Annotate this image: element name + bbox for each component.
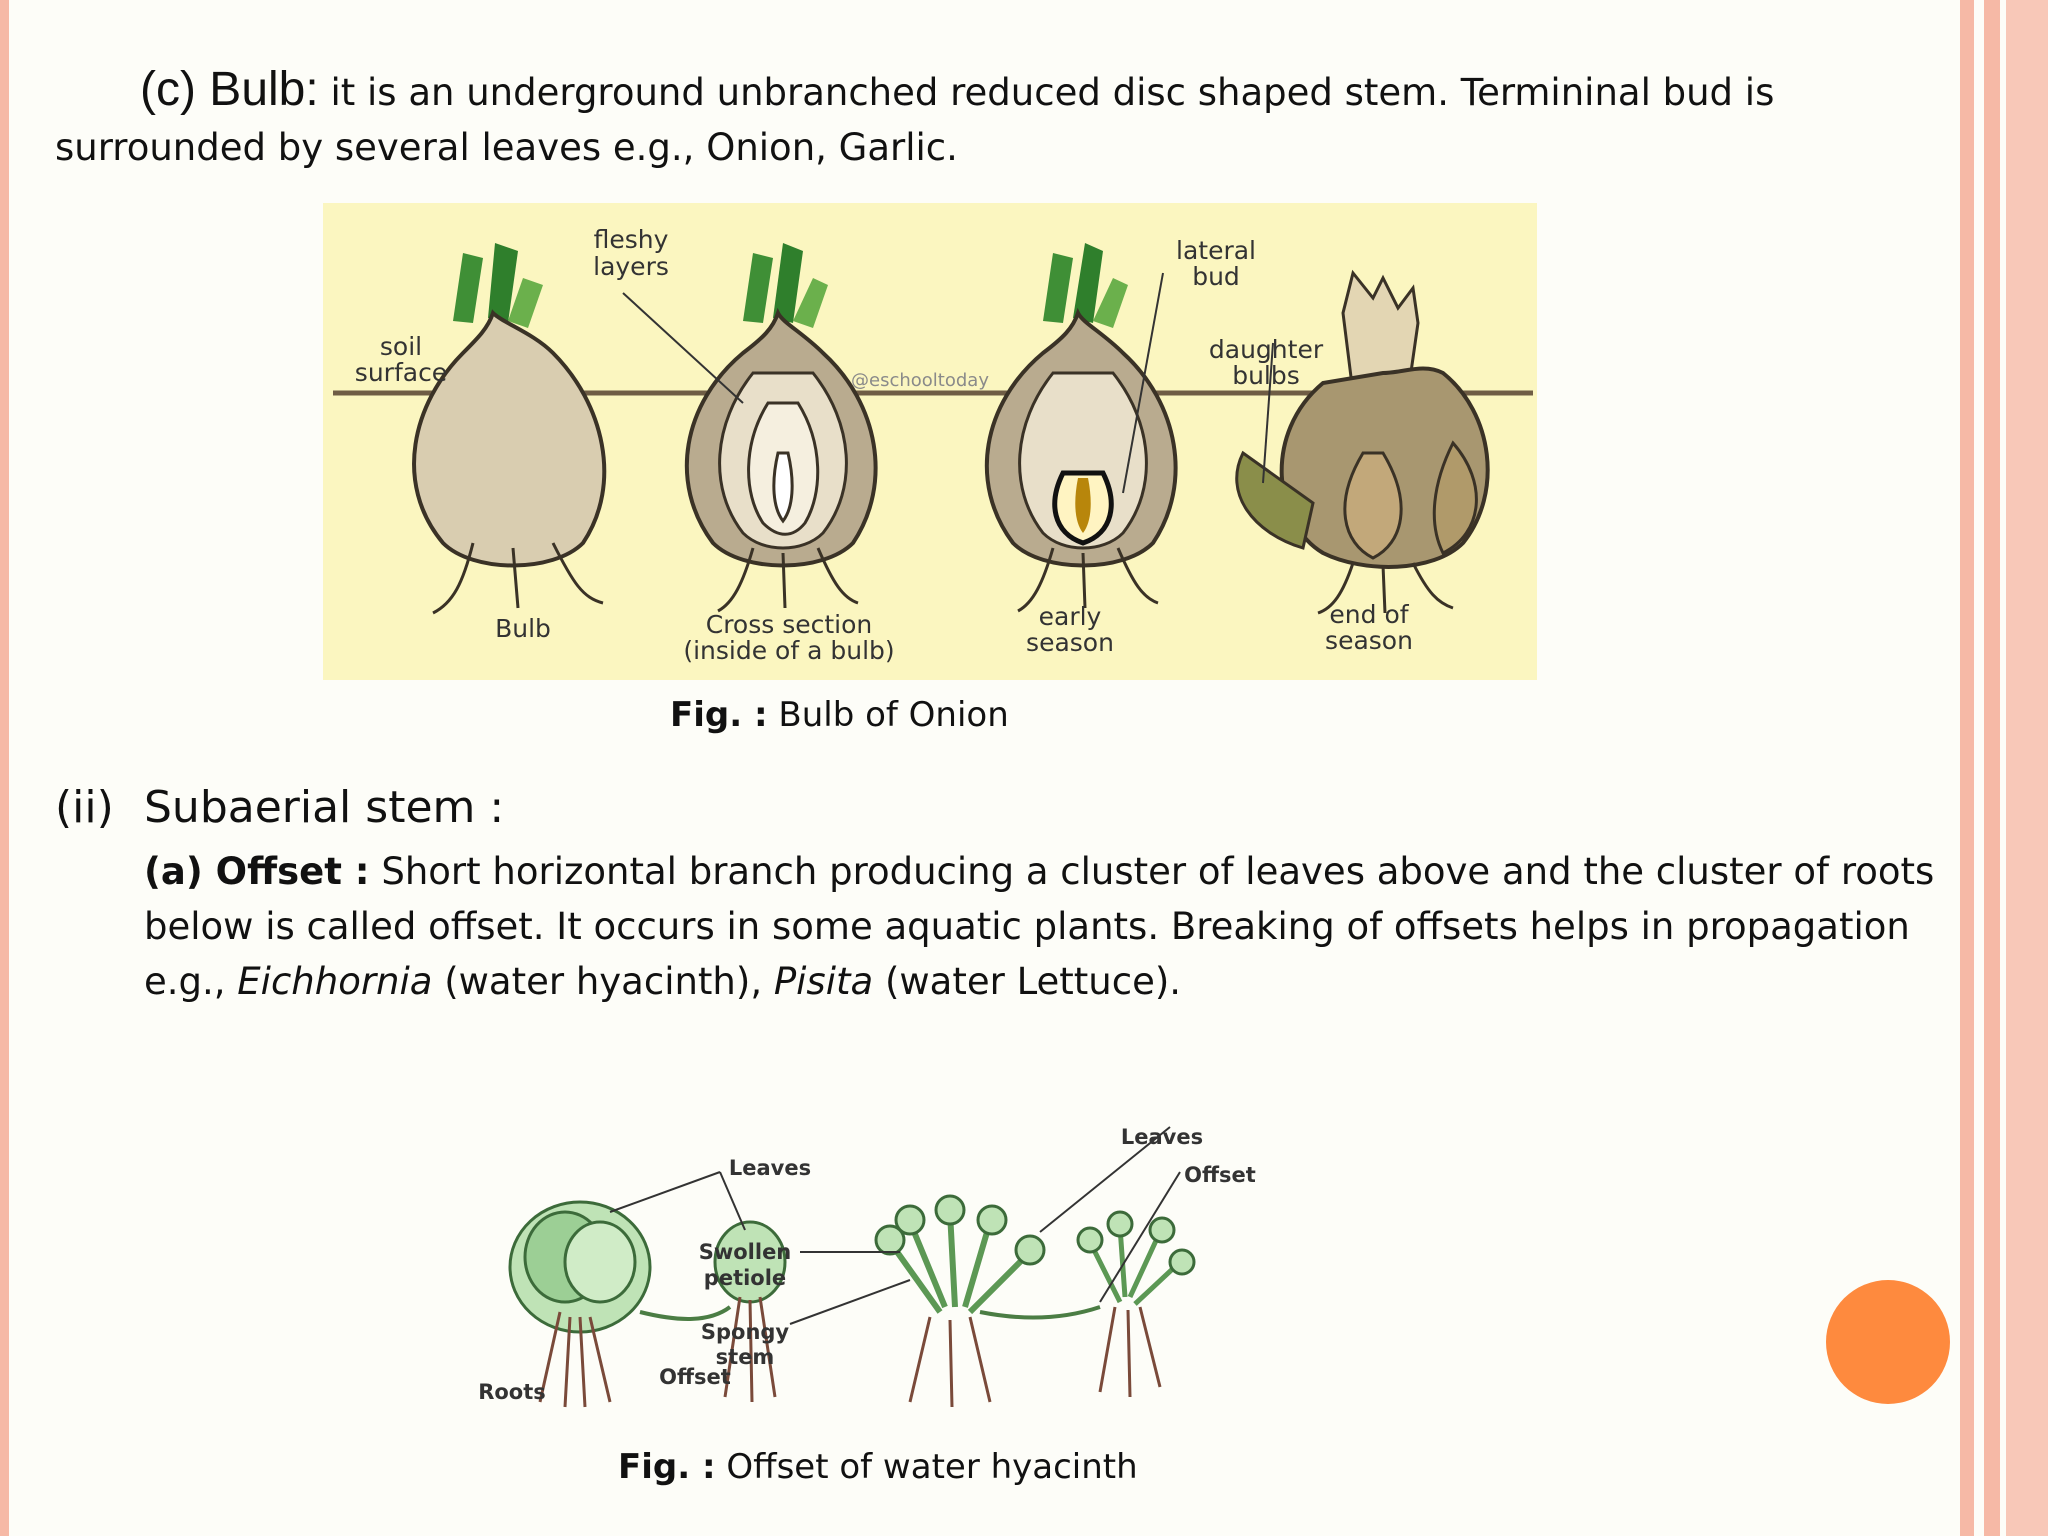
bulb-paragraph: (c) Bulb: it is an underground unbranche… (55, 62, 1955, 175)
section-title: Subaerial stem : (144, 782, 505, 833)
water-hyacinth-figure: Leaves Leaves Offset Offset Swollen peti… (470, 1112, 1310, 1422)
onion-bulb-illustration: soil surface fleshy layers lateral bud d… (333, 225, 1533, 665)
label-roots: Roots (478, 1380, 546, 1404)
label-layers: layers (593, 252, 669, 281)
label-season: season (1325, 626, 1413, 655)
label-early: early (1039, 602, 1102, 631)
label-petiole: petiole (704, 1266, 786, 1290)
caption-prefix: Fig. : (670, 695, 768, 735)
right-border-stripe (1984, 0, 2000, 1536)
label-surface: surface (355, 358, 447, 387)
right-border-stripe (1960, 0, 1974, 1536)
label-offset: Offset (659, 1365, 731, 1389)
cross-section-bulb (684, 243, 878, 613)
left-border-stripe (0, 0, 9, 1536)
label-swollen: Swollen (699, 1240, 792, 1264)
genus-name: Pisita (773, 960, 874, 1003)
offset-heading: (a) Offset : (144, 850, 370, 893)
section-number: (ii) (55, 782, 114, 833)
label-leaves: Leaves (1121, 1125, 1203, 1149)
label-spongy: Spongy (701, 1320, 790, 1344)
decorative-orange-circle (1826, 1280, 1950, 1404)
end-season-bulb (1235, 269, 1490, 615)
genus-name: Eichhornia (237, 960, 433, 1003)
onion-bulb-figure: soil surface fleshy layers lateral bud d… (323, 203, 1537, 680)
caption-text: Offset of water hyacinth (715, 1447, 1138, 1487)
offset-text: Short horizontal branch producing a clus… (144, 850, 1935, 1003)
caption-text: Bulb of Onion (767, 695, 1009, 735)
label-inside-bulb: (inside of a bulb) (683, 636, 894, 665)
label-bud: bud (1192, 262, 1240, 291)
watermark: @eschooltoday (851, 370, 989, 391)
label-soil: soil (380, 332, 422, 361)
label-lateral: lateral (1176, 236, 1256, 265)
label-bulbs: bulbs (1232, 361, 1300, 390)
label-leaves: Leaves (729, 1156, 811, 1180)
offset-text: (water hyacinth), (432, 960, 774, 1003)
label-stem: stem (716, 1345, 775, 1369)
offset-paragraph: (a) Offset : Short horizontal branch pro… (144, 844, 1959, 1009)
label-season: season (1026, 628, 1114, 657)
label-cross-section: Cross section (706, 610, 873, 639)
onion-figure-caption: Fig. : Bulb of Onion (670, 695, 1009, 735)
bulb-heading: (c) Bulb: (140, 63, 319, 116)
label-offset: Offset (1184, 1163, 1256, 1187)
label-fleshy: fleshy (594, 225, 669, 254)
label-end-of: end of (1329, 600, 1409, 629)
bulb-text: it is an underground unbranched reduced … (55, 71, 1775, 169)
early-season-bulb (984, 243, 1178, 613)
caption-prefix: Fig. : (618, 1447, 716, 1487)
label-daughter: daughter (1209, 335, 1324, 364)
hyacinth-figure-caption: Fig. : Offset of water hyacinth (618, 1447, 1138, 1487)
whole-bulb (412, 243, 607, 615)
water-hyacinth-illustration: Leaves Leaves Offset Offset Swollen peti… (478, 1125, 1256, 1408)
offset-text: (water Lettuce). (873, 960, 1182, 1003)
right-border-stripe (2006, 0, 2048, 1536)
label-bulb: Bulb (495, 614, 551, 643)
